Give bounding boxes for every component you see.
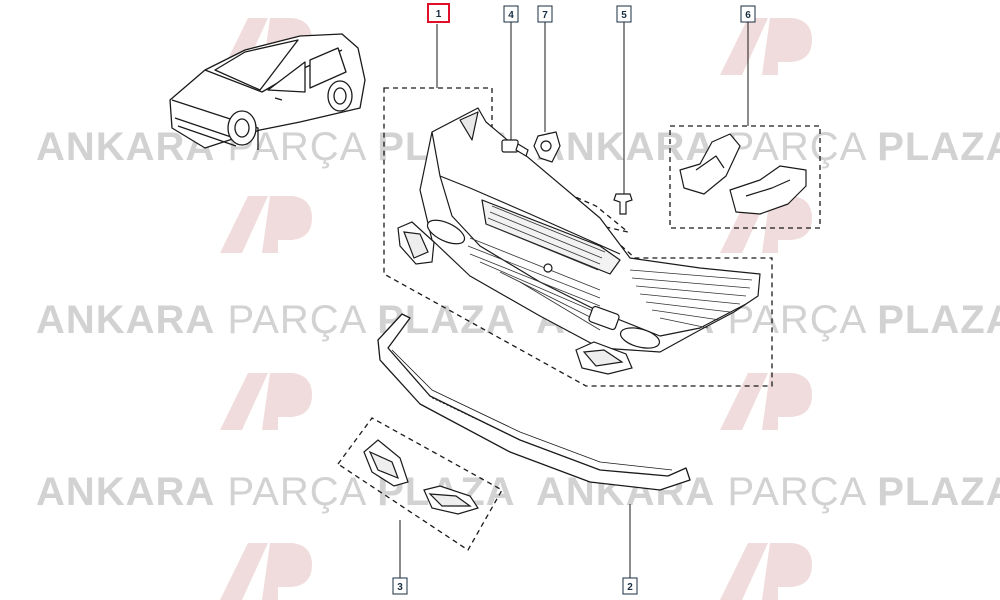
bumper-grille-lines: [467, 205, 753, 331]
bracket-set-box: [669, 125, 821, 229]
svg-text:3: 3: [397, 582, 403, 593]
clip-part-7[interactable]: [533, 131, 561, 163]
svg-text:6: 6: [745, 10, 751, 21]
watermark-logo: [220, 373, 312, 430]
svg-text:1: 1: [436, 9, 442, 20]
watermark-text: ANKARA PARÇA PLAZA: [536, 125, 1000, 169]
fog-lamp-box: [337, 417, 503, 551]
left-fog-lamp: [363, 439, 409, 487]
callout-3[interactable]: 3: [392, 577, 408, 595]
left-side-light: [397, 221, 435, 265]
bumper-assembly-box: [383, 87, 773, 387]
watermark-logo: [220, 196, 312, 253]
callout-2[interactable]: 2: [622, 577, 638, 595]
mounting-brackets[interactable]: [679, 133, 807, 215]
car-thumbnail: [169, 33, 366, 150]
callouts: 1 2 3 4 5 6 7: [392, 3, 756, 595]
watermark-text: ANKARA PARÇA PLAZA: [36, 298, 516, 342]
watermark-logo: [720, 543, 812, 600]
fog-lamps[interactable]: [363, 439, 479, 515]
right-side-light: [575, 341, 633, 375]
leader-lines: [399, 22, 749, 578]
svg-text:7: 7: [542, 10, 548, 21]
callout-6[interactable]: 6: [740, 5, 756, 23]
front-bumper[interactable]: [419, 107, 761, 353]
watermark-logo: [720, 373, 812, 430]
lower-spoiler[interactable]: [377, 313, 691, 491]
bolt-part-4[interactable]: [501, 139, 529, 157]
svg-text:4: 4: [508, 10, 514, 21]
side-lights[interactable]: [397, 221, 633, 375]
callout-5[interactable]: 5: [616, 5, 632, 23]
callout-1[interactable]: 1: [427, 3, 450, 23]
svg-text:5: 5: [621, 10, 627, 21]
callout-7[interactable]: 7: [537, 5, 553, 23]
svg-text:2: 2: [627, 582, 633, 593]
screw-part-5[interactable]: [613, 193, 633, 215]
watermark-logo: [720, 18, 812, 75]
watermark-logo: [220, 543, 312, 600]
callout-4[interactable]: 4: [503, 5, 519, 23]
right-fog-lamp: [423, 485, 479, 515]
